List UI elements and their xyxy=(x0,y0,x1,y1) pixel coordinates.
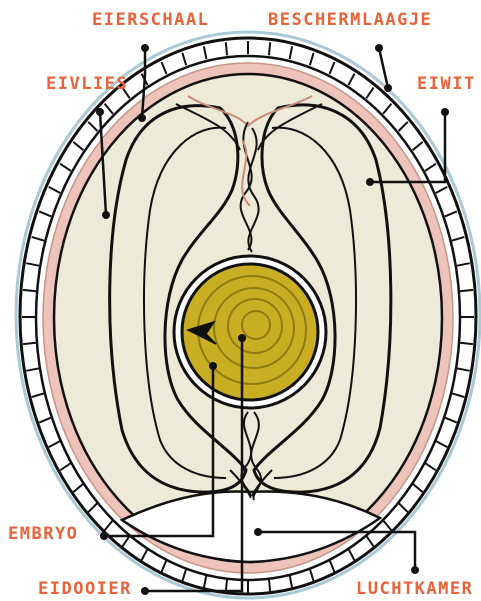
shell-pore xyxy=(23,290,36,291)
shell-pore xyxy=(460,343,473,344)
label-eivlies: EIVLIES xyxy=(46,74,128,94)
label-embryo: EMBRYO xyxy=(8,524,78,544)
label-eierschaal: EIERSCHAAL xyxy=(92,10,209,30)
label-luchtkamer: LUCHTKAMER xyxy=(356,579,473,599)
shell-pore xyxy=(460,290,473,291)
label-eiwit: EIWIT xyxy=(417,74,476,94)
label-beschermlaagje: BESCHERMLAAGJE xyxy=(268,10,432,30)
shell-pore xyxy=(23,343,36,344)
shell-pore xyxy=(226,42,227,55)
shell-pore xyxy=(269,42,270,55)
label-eidooier: EIDOOIER xyxy=(38,579,132,599)
shell-pore xyxy=(269,579,270,592)
